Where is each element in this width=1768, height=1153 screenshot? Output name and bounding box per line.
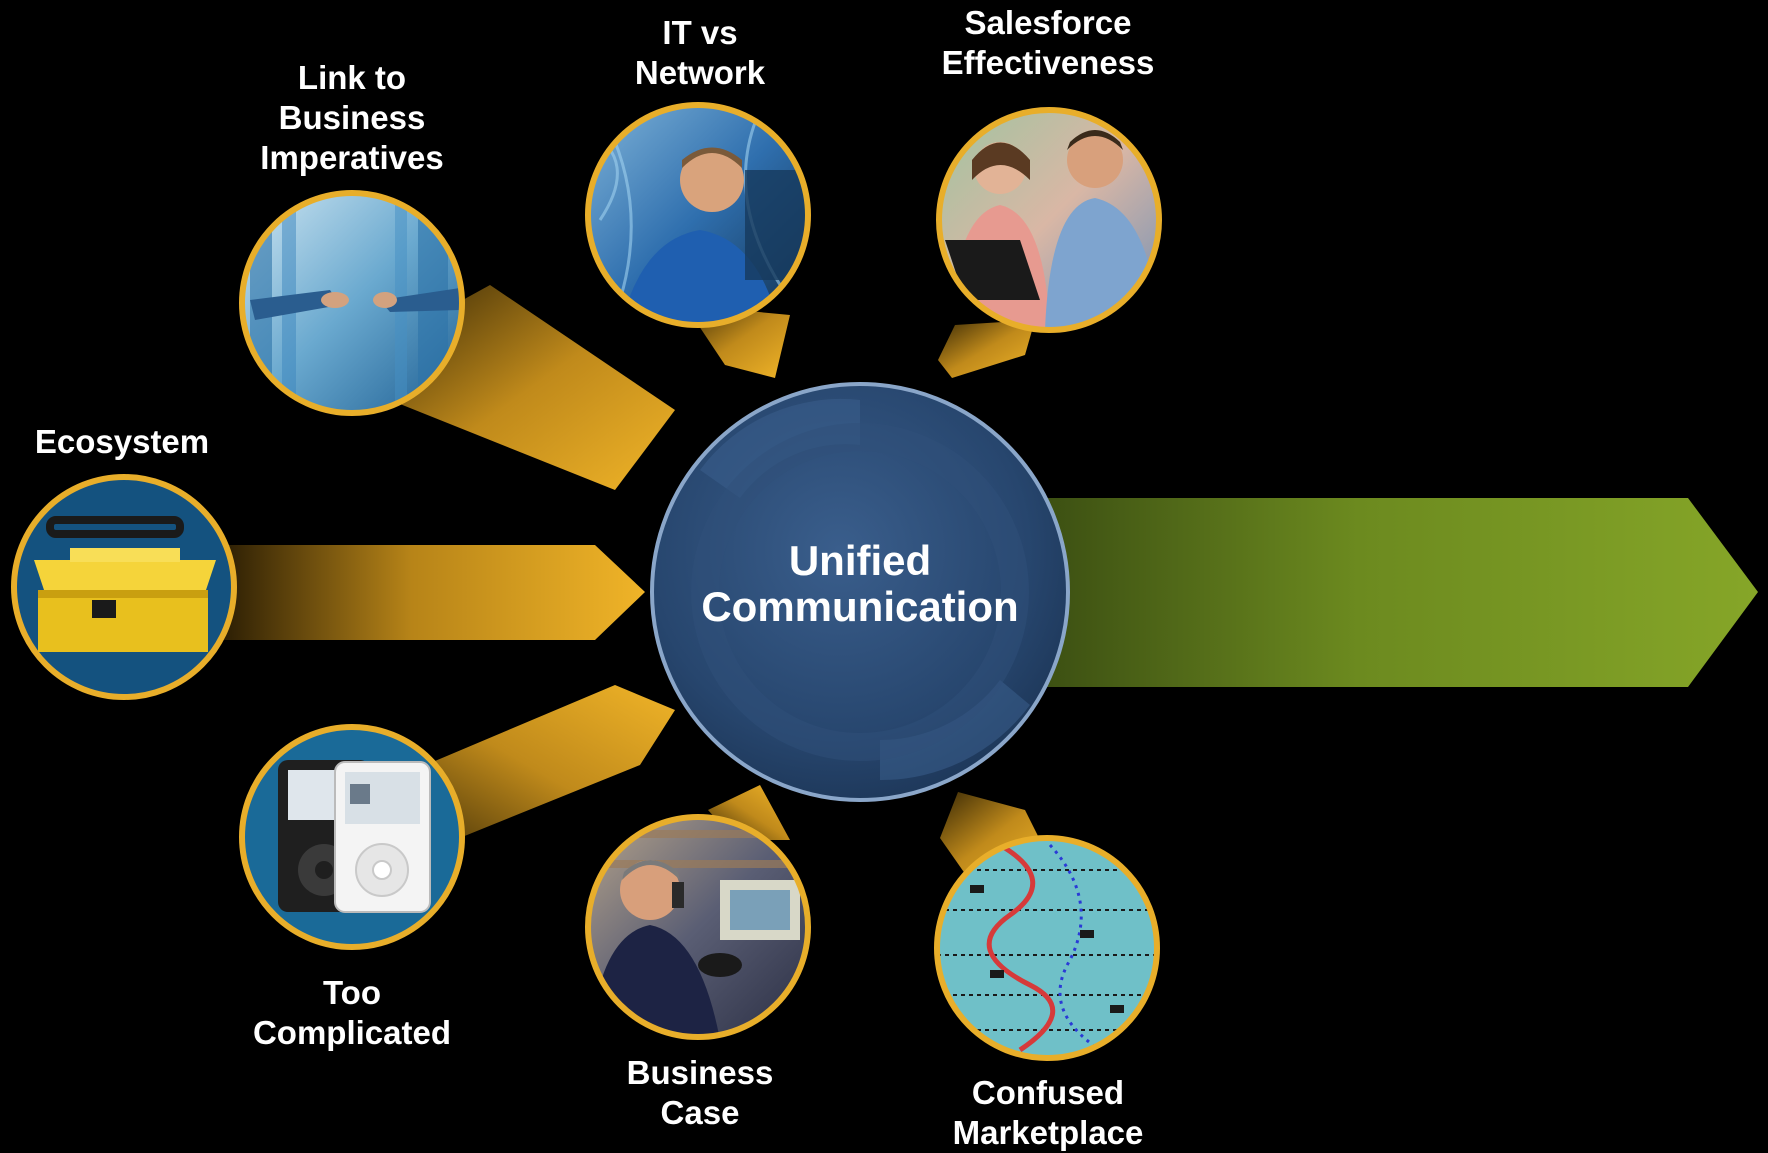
label-link-to-business-imperatives: Link to Business Imperatives xyxy=(260,58,443,178)
label-salesforce-effectiveness: Salesforce Effectiveness xyxy=(942,3,1155,83)
label-confused-marketplace: Confused Marketplace xyxy=(953,1073,1144,1153)
label-line: Marketplace xyxy=(952,1114,1144,1151)
label-line: Case xyxy=(660,1094,740,1131)
label-line: Salesforce xyxy=(964,4,1132,41)
output-arrow xyxy=(1030,498,1758,687)
label-line: Network xyxy=(634,54,766,91)
sales-team-laptop-photo xyxy=(936,107,1162,333)
label-ecosystem: Ecosystem xyxy=(35,422,209,462)
label-line: IT vs xyxy=(662,14,738,51)
hub xyxy=(650,382,1070,802)
arrow-ecosystem xyxy=(220,545,645,640)
label-line: Ecosystem xyxy=(34,423,210,460)
media-player-icon xyxy=(239,724,465,950)
toolbox-icon xyxy=(11,474,237,700)
label-line: Complicated xyxy=(252,1014,452,1051)
hub-label-line-2: Communication xyxy=(701,583,1019,630)
label-line: Business xyxy=(278,99,426,136)
businessman-phone-photo xyxy=(585,814,811,1040)
label-business-case: Business Case xyxy=(627,1053,774,1133)
label-it-vs-network: IT vs Network xyxy=(635,13,765,93)
label-line: Confused xyxy=(971,1074,1125,1111)
arrow-salesforce xyxy=(938,320,1035,378)
arrow-link-to-business xyxy=(390,285,675,490)
network-map-photo xyxy=(934,835,1160,1061)
label-too-complicated: Too Complicated xyxy=(253,973,451,1053)
label-line: Business xyxy=(626,1054,774,1091)
network-technician-photo xyxy=(585,102,811,328)
label-line: Imperatives xyxy=(260,139,444,176)
label-line: Effectiveness xyxy=(941,44,1155,81)
hub-label: Unified Communication xyxy=(701,538,1018,630)
label-line: Too xyxy=(322,974,382,1011)
hub-label-line-1: Unified xyxy=(788,537,932,584)
label-line: Link to xyxy=(297,59,407,96)
